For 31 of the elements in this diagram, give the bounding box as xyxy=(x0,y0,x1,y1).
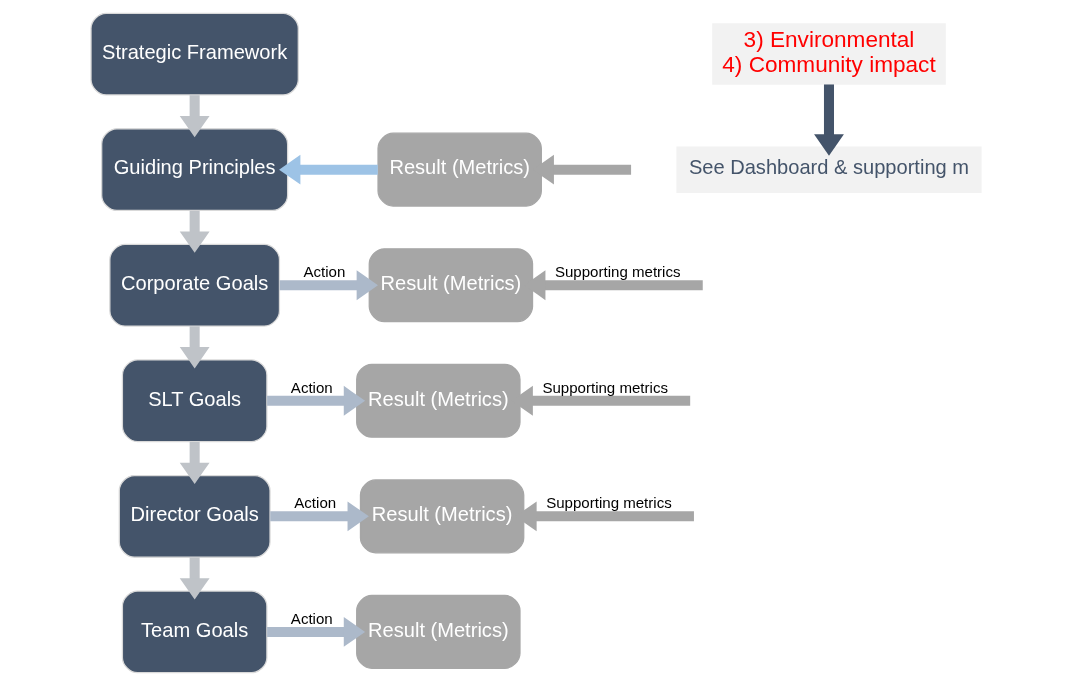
node-box: Result (Metrics) xyxy=(356,363,521,438)
arrow xyxy=(179,210,210,253)
edge-label: Supporting metrics xyxy=(542,378,668,396)
arrow xyxy=(179,557,210,600)
arrow xyxy=(179,95,210,138)
arrow xyxy=(267,385,366,416)
node-box: Result (Metrics) xyxy=(359,479,525,554)
edge-label: Supporting metrics xyxy=(546,494,672,512)
arrow xyxy=(279,154,378,185)
node-box: Result (Metrics) xyxy=(377,132,542,207)
edge-label: Action xyxy=(290,378,333,396)
node-box: Guiding Principles xyxy=(101,128,289,212)
node-box: 3) Environmental 4) Community impact xyxy=(712,23,946,85)
arrow xyxy=(814,84,844,156)
node-box: Director Goals xyxy=(118,474,271,558)
edge-label: Supporting metrics xyxy=(554,263,681,281)
node-box: Result (Metrics) xyxy=(368,248,534,323)
node-box: Team Goals xyxy=(121,590,268,674)
arrow xyxy=(179,441,210,484)
node-box: Result (Metrics) xyxy=(356,594,521,669)
node-box: SLT Goals xyxy=(121,359,268,443)
arrow xyxy=(270,501,369,532)
node-box: See Dashboard & supporting m xyxy=(676,146,982,193)
arrow xyxy=(267,617,366,647)
arrow xyxy=(179,326,210,369)
edge-label: Action xyxy=(290,609,333,627)
node-box: Corporate Goals xyxy=(109,243,281,327)
node-box: Strategic Framework xyxy=(90,12,299,96)
arrow xyxy=(279,270,378,301)
edge-label: Action xyxy=(303,263,346,281)
edge-label: Action xyxy=(294,494,337,512)
